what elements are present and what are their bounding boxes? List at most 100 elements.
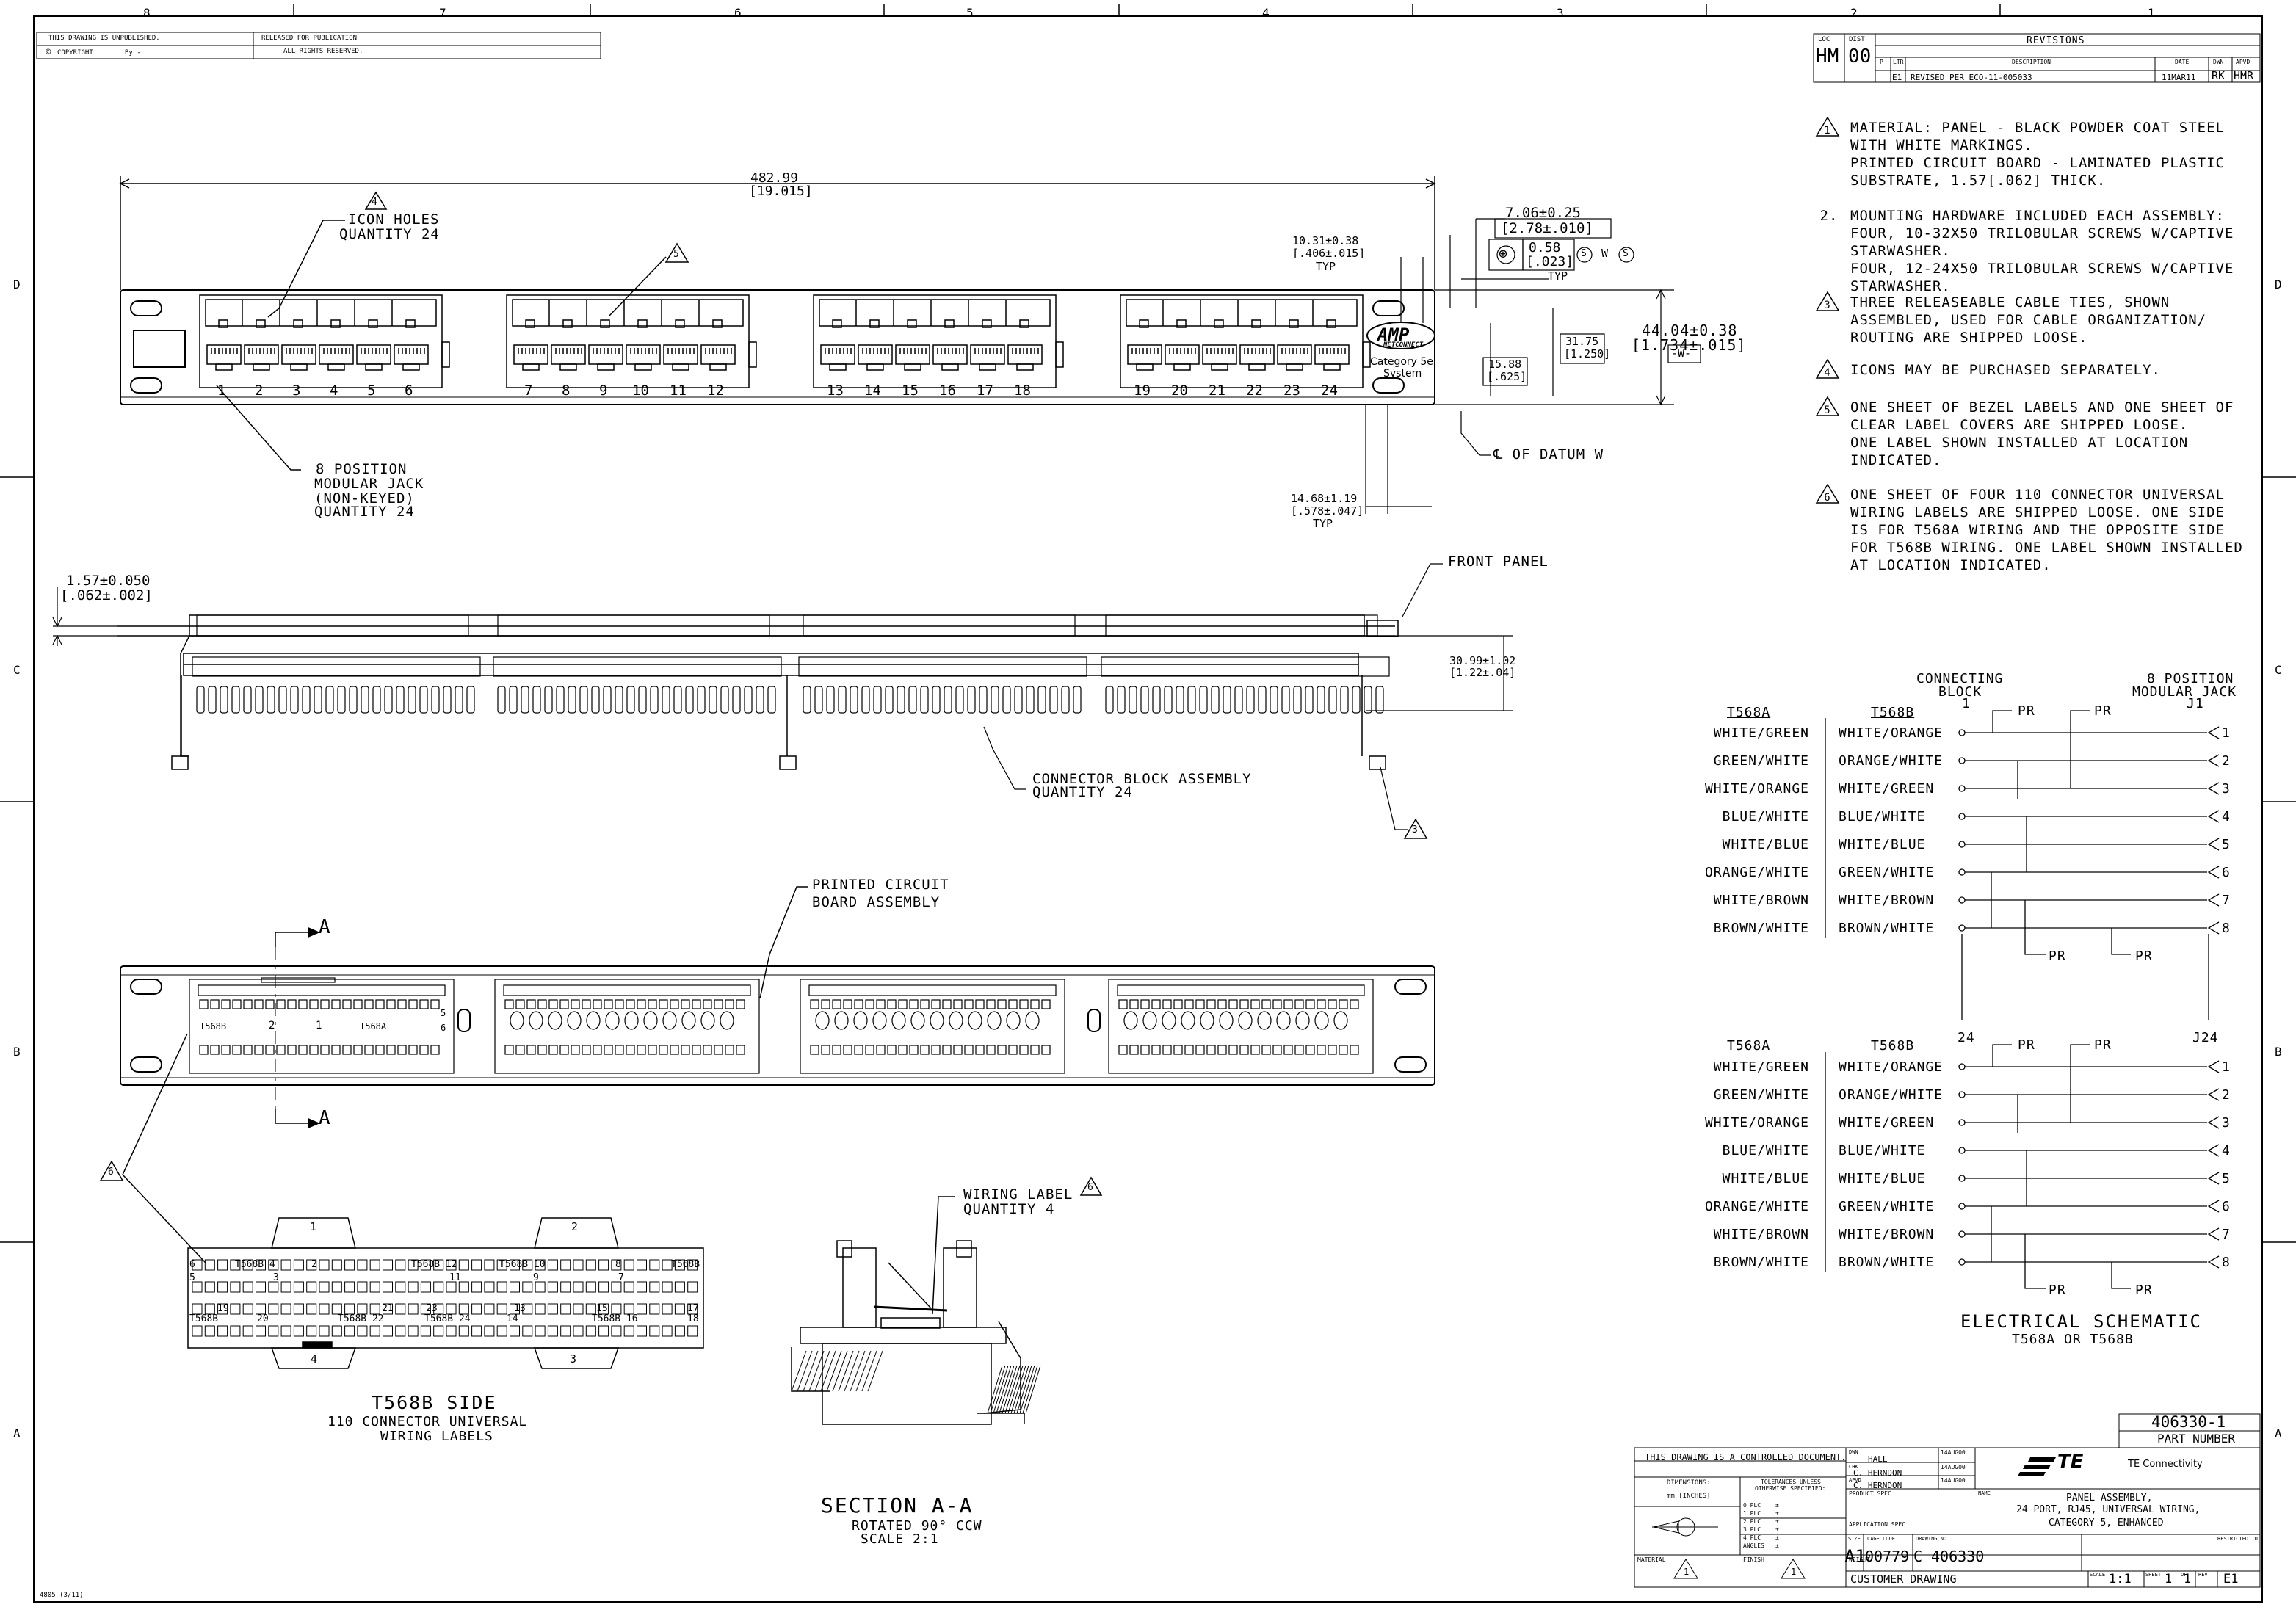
label-cell	[395, 1259, 406, 1271]
idc-tooth	[1199, 686, 1208, 714]
idc-tooth	[1049, 686, 1058, 714]
of-value: 1	[2184, 1572, 2192, 1586]
label-cell	[649, 1303, 660, 1315]
pair-label: PR	[2094, 703, 2112, 719]
contact-slot	[1328, 999, 1337, 1009]
label-cell	[547, 1281, 558, 1293]
trace-loop	[834, 1011, 849, 1030]
rev-loc-label: LOC	[1818, 36, 1830, 43]
label-cell	[611, 1303, 622, 1315]
label-cell	[446, 1303, 457, 1315]
contact-slot	[353, 999, 363, 1009]
label-cell	[471, 1325, 482, 1337]
label-cell	[547, 1303, 558, 1315]
port-number: 1	[217, 382, 226, 399]
label-cell	[662, 1303, 673, 1315]
trace-loop	[1181, 1011, 1195, 1030]
contact-slot	[931, 1045, 941, 1055]
jack-latch	[672, 363, 689, 371]
rj45-jack	[895, 344, 930, 365]
label-cell	[242, 1303, 253, 1315]
dim-icon-pitch-2: [.406±.015]	[1292, 247, 1366, 260]
icon-hole	[368, 319, 378, 328]
icon-holes-label-1: ICON HOLES	[348, 211, 440, 228]
contact-slot	[1008, 1045, 1018, 1055]
group-clip	[441, 341, 450, 368]
label-text: 15	[596, 1303, 608, 1314]
jack-group	[506, 294, 750, 388]
cage-label: CAGE CODE	[1867, 1536, 1895, 1542]
contact-slot	[430, 1045, 440, 1055]
label-cell	[611, 1325, 622, 1337]
label-cell	[395, 1325, 406, 1337]
label-cell	[547, 1325, 558, 1337]
contact-slot	[843, 999, 852, 1009]
label-cell	[268, 1281, 279, 1293]
label-text: T568B 12	[411, 1259, 457, 1270]
product-spec-label: PRODUCT SPEC	[1849, 1490, 1891, 1497]
trace-loop	[567, 1011, 582, 1030]
label-cell	[420, 1259, 431, 1271]
schematic-t568a: WHITE/BLUE	[1722, 1171, 1809, 1186]
application-spec-label: APPLICATION SPEC	[1849, 1521, 1906, 1528]
labels-sub-1: 110 CONNECTOR UNIVERSAL	[327, 1414, 528, 1429]
thickness-dim-1: 1.57±0.050	[66, 573, 151, 589]
schematic-t568a: GREEN/WHITE	[1713, 753, 1809, 769]
contact-slot	[353, 1045, 363, 1055]
label-note-num: 5	[673, 249, 679, 260]
connector-block	[493, 656, 782, 677]
schematic-t568a: BLUE/WHITE	[1722, 809, 1809, 824]
contact-slot	[1118, 1045, 1128, 1055]
gdt-s2: S	[1623, 248, 1629, 259]
hatch-line	[850, 1350, 866, 1392]
gdt-w: W	[1601, 247, 1609, 260]
label-cell	[293, 1281, 304, 1293]
label-cell	[306, 1325, 317, 1337]
idc-tooth	[278, 686, 287, 714]
icon-holes-note-num: 4	[372, 197, 377, 208]
group-clip	[748, 341, 757, 368]
contact-slot	[375, 999, 385, 1009]
label-cell	[306, 1303, 317, 1315]
label-cell	[369, 1303, 380, 1315]
label-cell	[408, 1281, 419, 1293]
icon-hole	[405, 319, 416, 328]
port-number: 9	[599, 382, 608, 399]
rj45-jack	[206, 344, 242, 365]
label-cell	[306, 1281, 317, 1293]
label-cell	[369, 1281, 380, 1293]
idc-tooth	[1164, 686, 1173, 714]
label-cell	[446, 1325, 457, 1337]
label-cell	[306, 1259, 317, 1271]
label-tab-3: 3	[570, 1352, 577, 1366]
rj45-jack	[700, 344, 736, 365]
rear-connector-block	[494, 979, 760, 1074]
contact-slot	[1294, 999, 1304, 1009]
contact-slot	[1350, 1045, 1359, 1055]
contact-slot	[942, 1045, 952, 1055]
label-cell	[242, 1259, 253, 1271]
trace-loop	[1238, 1011, 1253, 1030]
note-line: SUBSTRATE, 1.57[.062] THICK.	[1850, 173, 2107, 189]
form-number: 4805 (3/11)	[40, 1592, 84, 1599]
pcb-strip	[808, 984, 1057, 996]
rj45-jack	[319, 344, 354, 365]
connecting-block-terminal	[1958, 1063, 1966, 1070]
group-clip	[1055, 341, 1064, 368]
contact-slot	[637, 999, 646, 1009]
apvd-date: 14AUG00	[1941, 1477, 1966, 1484]
trace-loop	[529, 1011, 543, 1030]
note-line: MATERIAL: PANEL - BLACK POWDER COAT STEE…	[1850, 120, 2225, 136]
gdt-s1: S	[1581, 248, 1587, 259]
zone-right-c: C	[2275, 663, 2282, 677]
label-cell	[522, 1259, 533, 1271]
hatch-line	[826, 1350, 842, 1392]
idc-tooth	[732, 686, 741, 714]
jack-callout-1: 8 POSITION	[316, 461, 408, 477]
idc-tooth	[290, 686, 299, 714]
contact-slot	[232, 999, 242, 1009]
dwn-date: 14AUG00	[1941, 1449, 1966, 1456]
icon-hole	[1019, 319, 1029, 328]
category-label-2: System	[1383, 368, 1422, 380]
label-cell	[510, 1281, 520, 1293]
